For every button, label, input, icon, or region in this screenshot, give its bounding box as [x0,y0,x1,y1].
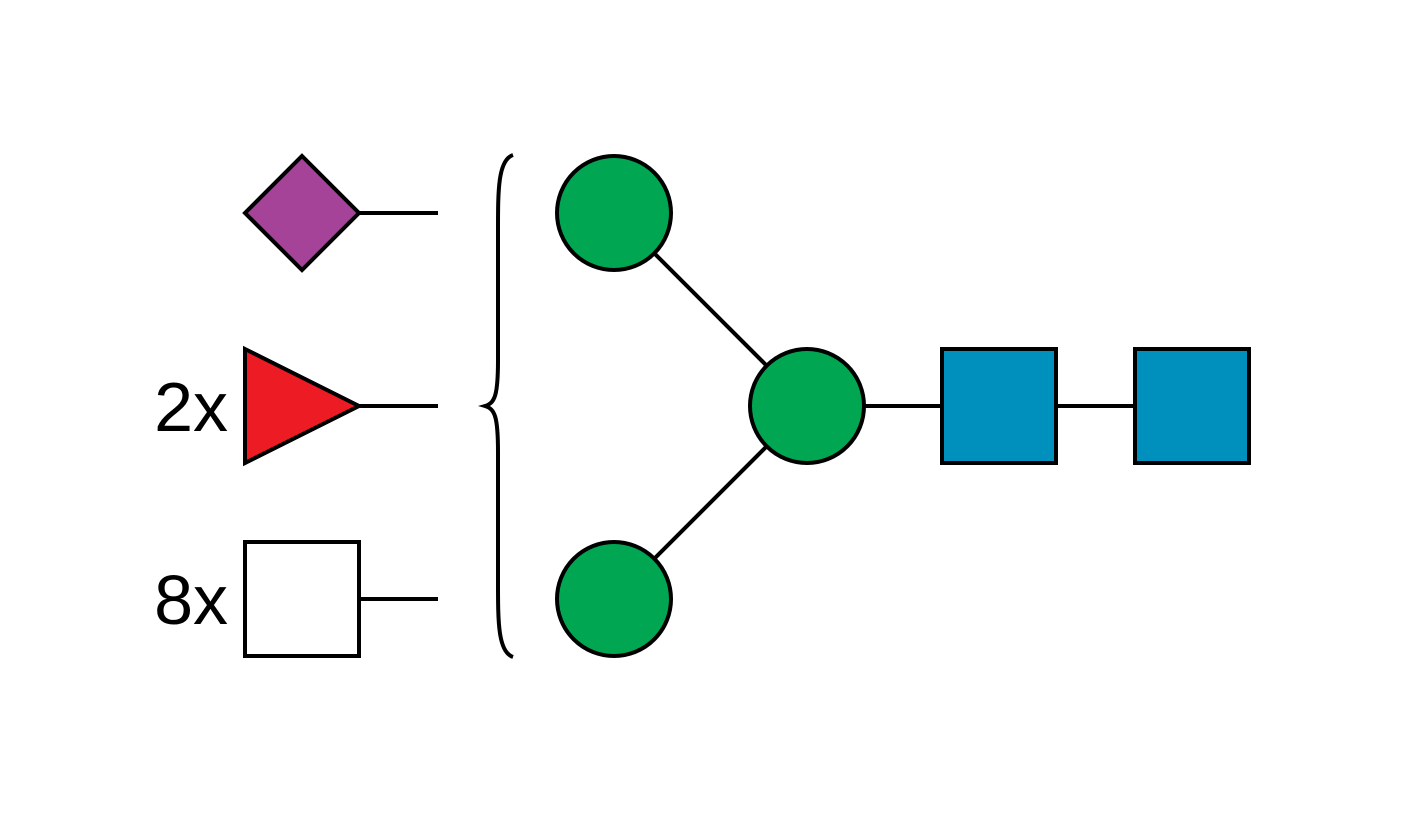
blue-square-1-icon [940,347,1058,465]
square-count-label: 8x [154,561,228,639]
green-circle-top-icon [555,154,673,272]
triangle-count-label: 2x [154,368,228,446]
curly-brace-icon [478,153,514,659]
green-circle-bottom-icon [555,540,673,658]
white-square-icon [243,540,361,658]
purple-diamond-icon [242,153,362,273]
green-circle-center-icon [748,347,866,465]
red-triangle-icon [243,345,364,467]
blue-square-2-icon [1133,347,1251,465]
